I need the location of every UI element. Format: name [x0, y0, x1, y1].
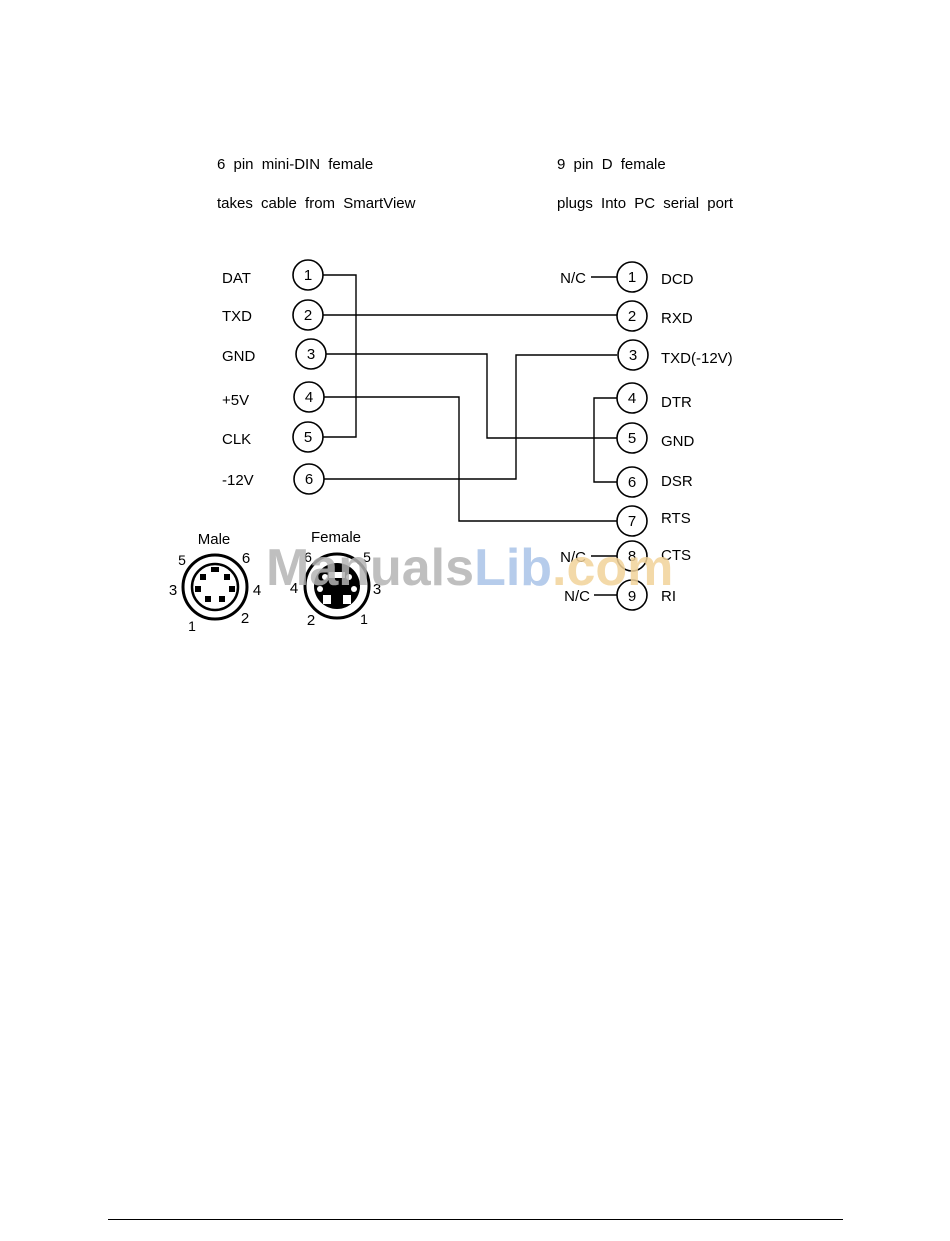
left-pin-5: CLK 5 [222, 422, 323, 452]
watermark-part-manuals: Manuals [266, 539, 474, 597]
watermark-text: ManualsLib.com [266, 539, 673, 597]
pin-number: 2 [628, 308, 636, 325]
pin-number: 5 [304, 429, 312, 446]
pin-number: 7 [628, 513, 636, 530]
din-pin-icon [229, 586, 235, 592]
din-key-icon [211, 567, 219, 572]
pin-number: 4 [628, 390, 636, 407]
right-connector-subtitle: plugs Into PC serial port [557, 195, 734, 212]
pin-signal-label: -12V [222, 472, 254, 489]
pin-signal-label: DSR [661, 473, 693, 490]
pin-signal-label: GND [661, 433, 695, 450]
wire-5v-rts [324, 397, 617, 521]
pin-number: 3 [307, 346, 315, 363]
right-pin-5: 5 GND [617, 423, 695, 453]
male-pin-number-6: 6 [242, 550, 250, 567]
female-pin-number-2: 2 [307, 612, 315, 629]
wire-minus12v-txd [324, 355, 617, 479]
din-pin-icon [200, 574, 206, 580]
male-pin-number-3: 3 [169, 582, 177, 599]
footer-rule [108, 1219, 843, 1220]
watermark-part-com: .com [552, 539, 673, 597]
pin-signal-label: DAT [222, 270, 251, 287]
pin-number: 1 [628, 269, 636, 286]
pin-signal-label: DTR [661, 394, 692, 411]
right-pin-1: N/C 1 DCD [560, 262, 694, 292]
left-connector-title: 6 pin mini-DIN female [217, 156, 373, 173]
watermark-part-lib: Lib [474, 539, 552, 597]
male-pin-number-1: 1 [188, 618, 196, 634]
pin-nc-label: N/C [560, 270, 586, 287]
wire-dtr-dsr [594, 398, 617, 482]
pin-number: 1 [304, 267, 312, 284]
male-din-view: Male 5 6 3 4 1 2 [169, 531, 261, 634]
pin-signal-label: RTS [661, 510, 691, 527]
pin-signal-label: RXD [661, 310, 693, 327]
din-pin-icon [195, 586, 201, 592]
male-pin-number-5: 5 [178, 552, 186, 568]
female-pin-number-1: 1 [360, 611, 368, 627]
left-pin-6: -12V 6 [222, 464, 324, 494]
male-label: Male [198, 531, 231, 548]
watermark: ManualsLib.com [266, 539, 673, 597]
left-pin-1: DAT 1 [222, 260, 323, 290]
pin-signal-label: +5V [222, 392, 249, 409]
left-pin-4: +5V 4 [222, 382, 324, 412]
left-connector-subtitle: takes cable from SmartView [217, 195, 416, 212]
pin-number: 3 [629, 347, 637, 364]
pin-number: 6 [628, 474, 636, 491]
wire-gnd-gnd [326, 354, 617, 438]
pin-number: 4 [305, 389, 313, 406]
left-pin-3: GND 3 [222, 339, 326, 369]
right-pin-3: 3 TXD(-12V) [618, 340, 733, 370]
left-pin-2: TXD 2 [222, 300, 323, 330]
pin-number: 5 [628, 430, 636, 447]
pin-signal-label: DCD [661, 271, 694, 288]
right-connector-title: 9 pin D female [557, 156, 666, 173]
pin-signal-label: GND [222, 348, 256, 365]
male-pin-number-4: 4 [253, 582, 261, 599]
right-pin-7: 7 RTS [617, 506, 691, 536]
pin-signal-label: TXD(-12V) [661, 350, 733, 367]
din-pin-icon [219, 596, 225, 602]
pin-number: 2 [304, 307, 312, 324]
right-pin-6: 6 DSR [617, 467, 693, 497]
right-pin-2: 2 RXD [617, 301, 693, 331]
right-pin-4: 4 DTR [617, 383, 692, 413]
din-pin-icon [205, 596, 211, 602]
pin-number: 6 [305, 471, 313, 488]
din-pin-icon [224, 574, 230, 580]
male-pin-number-2: 2 [241, 610, 249, 627]
pin-signal-label: TXD [222, 308, 252, 325]
wire-dat-clk [323, 275, 356, 437]
pin-signal-label: CLK [222, 431, 251, 448]
